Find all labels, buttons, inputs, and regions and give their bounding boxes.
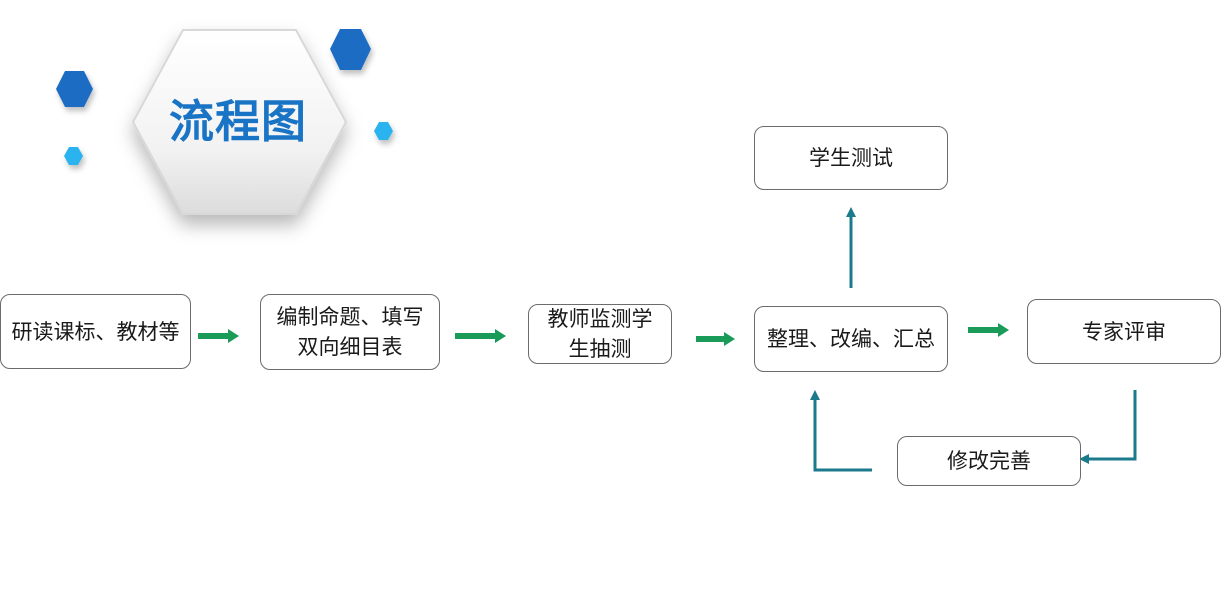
node-organize: 整理、改编、汇总 — [754, 306, 948, 372]
arrow-study-to-compile — [198, 329, 239, 343]
node-organize-label: 整理、改编、汇总 — [767, 326, 935, 351]
page-title: 流程图 — [168, 94, 307, 148]
node-compile: 编制命题、填写双向细目表 — [260, 294, 440, 370]
node-test-label: 学生测试 — [809, 146, 893, 170]
arrow-revise-to-organize — [810, 390, 872, 472]
node-monitor: 教师监测学生抽测 — [528, 304, 672, 364]
arrow-monitor-to-organize — [696, 332, 735, 346]
node-revise-label: 修改完善 — [947, 449, 1031, 473]
node-revise: 修改完善 — [897, 436, 1081, 486]
node-review: 专家评审 — [1027, 299, 1221, 364]
arrow-organize-to-review — [968, 323, 1009, 337]
node-compile-label: 编制命题、填写双向细目表 — [276, 305, 424, 359]
decor-hexagon-dark-left — [56, 71, 93, 107]
arrow-review-to-revise — [1079, 390, 1137, 464]
node-study: 研读课标、教材等 — [0, 294, 191, 369]
node-monitor-label: 教师监测学生抽测 — [547, 307, 653, 361]
decor-hexagon-dark-top — [330, 29, 371, 70]
node-review-label: 专家评审 — [1082, 319, 1166, 344]
arrow-compile-to-monitor — [455, 329, 506, 343]
node-study-label: 研读课标、教材等 — [11, 319, 180, 344]
decor-hexagon-light-right — [374, 122, 393, 140]
decor-hexagon-light-left — [64, 147, 83, 165]
node-test: 学生测试 — [754, 126, 948, 190]
title-hexagon-shape — [131, 29, 348, 215]
